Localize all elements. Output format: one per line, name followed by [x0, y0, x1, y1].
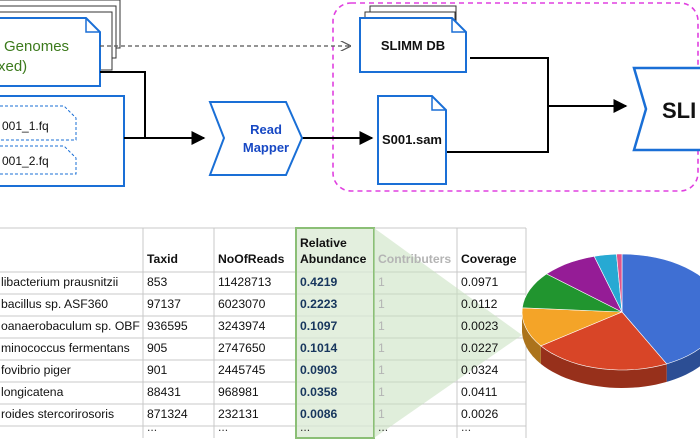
- pie-slice: [540, 311, 668, 371]
- cell-taxid: 936595: [147, 319, 188, 333]
- pie-slice: [521, 273, 623, 313]
- ellipsis-abundance: ...: [300, 420, 311, 434]
- sam-file-doc: [377, 95, 447, 185]
- cell-coverage: 0.0324: [461, 363, 499, 377]
- cell-coverage: 0.0971: [461, 275, 499, 289]
- read-mapper-label: Read: [250, 122, 282, 137]
- pie-chart: [521, 253, 700, 388]
- cell-contributers: 1: [378, 275, 385, 289]
- slimm-label: SLI: [662, 98, 696, 123]
- cell-reads: 11428713: [218, 275, 272, 289]
- cell-coverage: 0.0026: [461, 407, 499, 421]
- cell-name: oanaerobaculum sp. OBF: [1, 319, 140, 333]
- header-contributers: Contributers: [378, 252, 452, 266]
- pie-slice: [521, 307, 623, 347]
- ellipsis-reads: ...: [218, 420, 229, 434]
- cell-name: fovibrio piger: [1, 363, 71, 377]
- header-noofreads: NoOfReads: [218, 252, 285, 266]
- cell-abundance: 0.2223: [300, 297, 338, 311]
- cell-name: libacterium prausnitzii: [1, 275, 119, 289]
- cell-taxid: 853: [147, 275, 168, 289]
- cell-abundance: 0.0358: [300, 385, 338, 399]
- slimm-db-label: SLIMM DB: [381, 38, 445, 53]
- cell-reads: 6023070: [218, 297, 266, 311]
- sam-connector: [446, 106, 549, 153]
- cell-taxid: 97137: [147, 297, 181, 311]
- sam-file-fold: [431, 96, 446, 111]
- pie-slice-side: [540, 345, 667, 388]
- cell-reads: 3243974: [218, 319, 266, 333]
- cell-contributers: 1: [378, 319, 385, 333]
- cell-abundance: 0.1097: [300, 319, 338, 333]
- cell-coverage: 0.0112: [461, 297, 498, 311]
- cell-contributers: 1: [378, 297, 385, 311]
- header-coverage: Coverage: [461, 252, 517, 266]
- slimm-box: [632, 66, 700, 152]
- cell-contributers: 1: [378, 385, 385, 399]
- pie-slice-side: [666, 348, 700, 382]
- abundance-table: Taxid NoOfReads Relative Abundance Contr…: [1, 236, 517, 434]
- ellipsis-contributers: ...: [378, 420, 389, 434]
- abundance-highlight: [295, 227, 375, 439]
- read-mapper-label-2: Mapper: [243, 140, 289, 155]
- sam-file-label: S001.sam: [382, 132, 442, 147]
- ellipsis-taxid: ...: [147, 420, 158, 434]
- cell-name: minococcus fermentans: [1, 341, 130, 355]
- cell-abundance: 0.0086: [300, 407, 338, 421]
- cell-name: longicatena: [1, 385, 64, 399]
- cell-contributers: 1: [378, 407, 385, 421]
- cell-coverage: 0.0227: [461, 341, 499, 355]
- cell-taxid: 88431: [147, 385, 181, 399]
- cell-contributers: 1: [378, 363, 385, 377]
- cell-reads: 232131: [218, 407, 259, 421]
- cell-abundance: 0.0903: [300, 363, 338, 377]
- cell-coverage: 0.0023: [461, 319, 499, 333]
- cell-taxid: 905: [147, 341, 168, 355]
- genomes-doc-stack: [0, 0, 121, 87]
- cell-reads: 968981: [218, 385, 259, 399]
- cell-coverage: 0.0411: [461, 385, 498, 399]
- header-abundance: Abundance: [300, 252, 367, 266]
- cell-name: bacillus sp. ASF360: [1, 297, 109, 311]
- read-file-1: 001_1.fq: [2, 119, 49, 133]
- cell-name: roides stercorirosoris: [1, 407, 115, 421]
- header-taxid: Taxid: [147, 252, 178, 266]
- genomes-connector: [100, 71, 206, 145]
- genomes-label-indexed: xed): [0, 58, 27, 75]
- cell-reads: 2445745: [218, 363, 266, 377]
- cell-abundance: 0.4219: [300, 275, 338, 289]
- cell-reads: 2747650: [218, 341, 266, 355]
- header-relative: Relative: [300, 236, 347, 250]
- pie-slice: [621, 253, 700, 365]
- slimm-db-stack: [359, 5, 467, 73]
- cell-contributers: 1: [378, 341, 385, 355]
- pie-slice: [545, 255, 623, 313]
- cell-abundance: 0.1014: [300, 341, 338, 355]
- read-mapper-box: [208, 101, 304, 176]
- reads-doc: [0, 95, 125, 187]
- pie-slice-side: [522, 312, 541, 364]
- read-file-2: 001_2.fq: [2, 154, 49, 168]
- pie-slice: [616, 253, 623, 313]
- abundance-to-chart-funnel: [374, 228, 522, 438]
- cell-taxid: 871324: [147, 407, 188, 421]
- cell-taxid: 901: [147, 363, 168, 377]
- genomes-label: Genomes: [4, 38, 69, 55]
- ellipsis-coverage: ...: [461, 420, 472, 434]
